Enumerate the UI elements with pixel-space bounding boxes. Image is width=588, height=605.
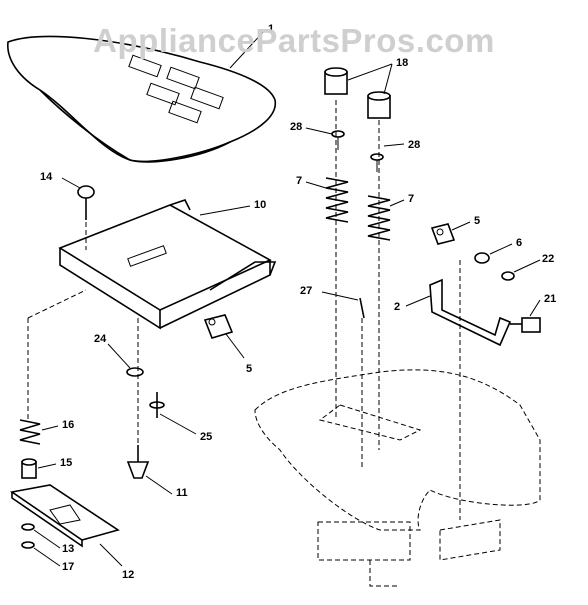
- washer-part-17: [21, 541, 35, 549]
- knob-part-11: [126, 445, 150, 479]
- washer-part-28: [331, 130, 384, 172]
- nut-part-13: [21, 523, 35, 531]
- spacer-part-18: [324, 67, 391, 119]
- callouts: 1 18 28 28 14 7 7 10 5 6 22 27: [33, 23, 556, 581]
- bolt-part-21: [510, 317, 541, 333]
- callout-18: 18: [396, 57, 408, 69]
- callout-2: 2: [394, 301, 400, 313]
- seat-part: [7, 35, 277, 163]
- callout-17: 17: [62, 561, 74, 573]
- nut-part-6: [474, 252, 490, 264]
- washer-part-24: [126, 367, 144, 377]
- callout-5-right: 5: [474, 215, 480, 227]
- frame-outline: [27, 100, 541, 587]
- spacer-part-15: [21, 458, 37, 479]
- callout-7-right: 7: [408, 193, 414, 205]
- callout-13: 13: [62, 543, 74, 555]
- callout-28-right: 28: [408, 139, 420, 151]
- washer-part-22: [501, 271, 515, 281]
- clip-part-5-left: [203, 314, 234, 339]
- seat-pan-part-10: [58, 199, 277, 330]
- spring-part-16: [19, 419, 41, 445]
- callout-14: 14: [40, 171, 53, 183]
- callout-22: 22: [542, 253, 554, 265]
- callout-25: 25: [200, 431, 212, 443]
- bracket-part-2: [429, 278, 512, 347]
- callout-28-left: 28: [290, 121, 302, 133]
- callout-10: 10: [254, 199, 266, 211]
- plate-part-12: [9, 484, 120, 548]
- bolt-part-25: [149, 392, 165, 418]
- callout-24: 24: [94, 333, 107, 345]
- callout-11: 11: [176, 487, 188, 499]
- callout-12: 12: [122, 569, 134, 581]
- callout-15: 15: [60, 457, 72, 469]
- callout-5-left: 5: [246, 363, 252, 375]
- knob-part-14: [77, 185, 95, 220]
- clip-part-5-right: [430, 223, 456, 245]
- callout-21: 21: [544, 293, 556, 305]
- callout-1: 1: [268, 23, 274, 35]
- watermark: AppliancePartsPros.com: [93, 22, 495, 59]
- callout-16: 16: [62, 419, 74, 431]
- callout-27: 27: [300, 285, 312, 297]
- callout-7-left: 7: [296, 175, 302, 187]
- pin-part-27: [359, 297, 365, 319]
- callout-6: 6: [516, 237, 522, 249]
